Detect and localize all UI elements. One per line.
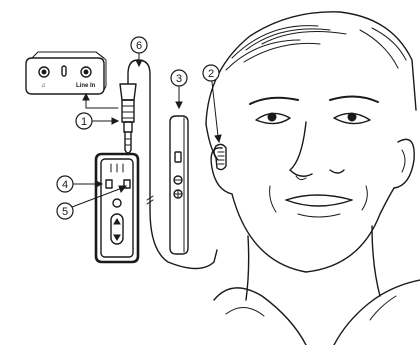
audio-port-left bbox=[39, 67, 49, 77]
callout-4-label: 4 bbox=[62, 179, 68, 191]
callout-2-label: 2 bbox=[208, 68, 214, 80]
source-device: ♫ Line In bbox=[26, 52, 106, 94]
indicator-slot bbox=[62, 66, 66, 76]
face-illustration bbox=[206, 12, 420, 345]
line-in-label: Line In bbox=[76, 83, 96, 89]
callout-1-label: 1 bbox=[81, 116, 87, 128]
callout-1: 1 bbox=[76, 113, 118, 129]
callout-6-label: 6 bbox=[136, 40, 142, 52]
plug-cable bbox=[128, 60, 217, 269]
callout-3-label: 3 bbox=[176, 73, 182, 85]
line-in-port bbox=[81, 67, 91, 77]
left-port-label: ♫ bbox=[41, 83, 46, 89]
audio-plug bbox=[120, 84, 136, 153]
callout-2: 2 bbox=[203, 65, 221, 142]
callout-3: 3 bbox=[171, 70, 187, 108]
receiver-unit bbox=[170, 116, 188, 254]
callout-5-label: 5 bbox=[62, 206, 68, 218]
transmitter-unit bbox=[96, 154, 138, 262]
connect-arrow bbox=[83, 94, 118, 108]
